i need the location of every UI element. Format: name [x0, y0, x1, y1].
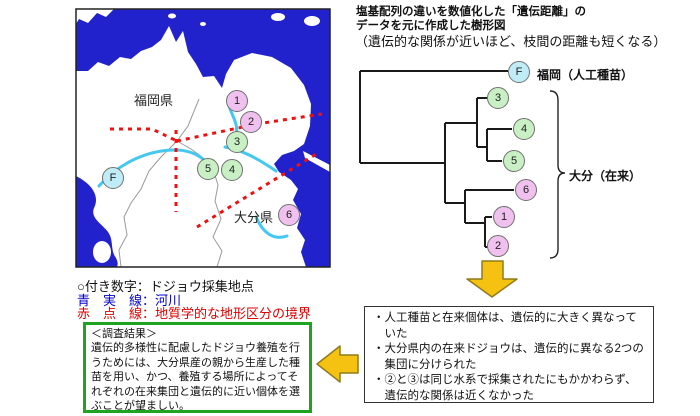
- map-site-6: 6: [278, 204, 300, 226]
- figure-title-note: （遺伝的な関係が近いほど、枝間の距離も短くなる）: [355, 34, 667, 49]
- results-box: ・人工種苗と在来個体は、遺伝的に大きく異なっていた ・大分県内の在来ドジョウは、…: [364, 306, 654, 403]
- conclusion-heading: ＜調査結果＞: [91, 328, 157, 340]
- legend-boundary: 赤 点 線：地質学的な地形区分の境界: [77, 306, 312, 321]
- prefecture-boundary: [118, 98, 200, 267]
- legend-sites: ○付き数字：ドジョウ採集地点: [77, 279, 254, 294]
- dendrogram-branches: [359, 70, 514, 248]
- tree-label-fukuoka: 福岡（人工種苗）: [537, 68, 634, 82]
- map-label-oita: 大分県: [234, 210, 274, 225]
- down-arrow: [466, 260, 518, 298]
- map-graphic: [76, 9, 330, 267]
- prefecture-boundary: [176, 140, 223, 267]
- island: [168, 13, 176, 19]
- island: [200, 22, 206, 26]
- sadamisaki-peninsula: [303, 151, 330, 172]
- tree-label-oita: 大分（在来）: [569, 169, 642, 183]
- oita-group-brace: [549, 90, 566, 259]
- result-item: ・大分県内の在来ドジョウは、遺伝的に異なる2つの集団に分けられた: [373, 343, 644, 371]
- tree-leaf-2: 2: [487, 235, 509, 257]
- map-site-2: 2: [240, 111, 262, 133]
- map-border: [75, 8, 331, 268]
- map-site-4: 4: [221, 159, 243, 181]
- island: [271, 13, 285, 21]
- honshu-coast: [76, 9, 114, 24]
- figure-title-line1: 塩基配列の違いを数値化した「遺伝距離」の: [356, 6, 586, 18]
- conclusion-body: 遺伝的多様性に配慮したドジョウ養殖を行うためには、大分県産の親から生産した種苗を…: [91, 342, 300, 413]
- tree-leaf-3: 3: [487, 87, 509, 109]
- sea-north-east: [76, 9, 330, 267]
- map-site-1: 1: [226, 90, 248, 112]
- figure-title-line2: データを元に作成した樹形図: [356, 20, 506, 32]
- conclusion-box: ＜調査結果＞ 遺伝的多様性に配慮したドジョウ養殖を行うためには、大分県産の親から…: [83, 322, 312, 413]
- tree-leaf-1: 1: [493, 206, 515, 228]
- tree-leaf-5: 5: [503, 150, 525, 172]
- map-site-F: F: [102, 167, 124, 189]
- tree-leaf-F: F: [508, 61, 530, 83]
- result-item: ・②と③は同じ水系で採集されたにもかかわらず、遺伝的な関係は近くなかった: [373, 374, 637, 402]
- island: [304, 16, 320, 26]
- tree-leaf-4: 4: [513, 118, 535, 140]
- map-label-fukuoka: 福岡県: [134, 93, 174, 108]
- tree-leaf-6: 6: [515, 179, 537, 201]
- map-site-3: 3: [226, 131, 248, 153]
- shimabara-land: [93, 241, 111, 263]
- left-arrow: [316, 345, 359, 383]
- result-item: ・人工種苗と在来個体は、遺伝的に大きく異なっていた: [373, 312, 637, 340]
- map-site-5: 5: [197, 158, 219, 180]
- legend-river: 青 実 線：河川: [77, 293, 182, 308]
